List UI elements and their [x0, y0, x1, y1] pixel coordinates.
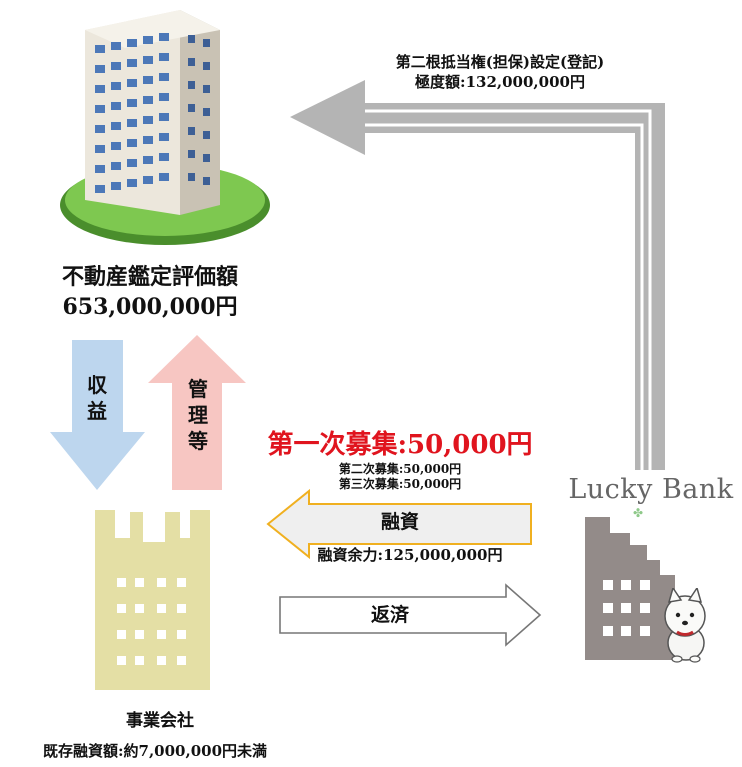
dog-mascot-icon — [655, 588, 717, 664]
appraisal-value: 653,000,000円 — [0, 292, 300, 322]
appraisal-title: 不動産鑑定評価額 — [0, 262, 300, 292]
existing-loan-label: 既存融資額:約7,000,000円未満 — [0, 740, 310, 761]
company-name-label: 事業会社 — [60, 706, 260, 731]
mortgage-title: 第二根抵当権(担保)設定(登記) — [330, 52, 670, 72]
mortgage-arrow — [290, 75, 670, 475]
first-recruitment-label: 第一次募集:50,000円 — [230, 424, 570, 461]
management-arrow-text: 管 理 等 — [183, 376, 213, 454]
apartment-building-icon — [40, 0, 290, 255]
svg-text:✤: ✤ — [633, 506, 643, 520]
income-char: 益 — [82, 398, 112, 424]
appraisal-label: 不動産鑑定評価額 653,000,000円 — [0, 262, 300, 322]
mortgage-limit: 極度額:132,000,000円 — [330, 72, 670, 92]
repay-label: 返済 — [300, 600, 480, 627]
mortgage-label: 第二根抵当権(担保)設定(登記) 極度額:132,000,000円 — [330, 52, 670, 92]
income-char: 収 — [82, 372, 112, 398]
loan-label: 融資 — [330, 507, 470, 534]
management-char: 理 — [183, 402, 213, 428]
bank-logo-text: Lucky Bank — [560, 474, 742, 505]
second-recruitment-label: 第二次募集:50,000円 — [270, 462, 530, 477]
income-arrow-text: 収 益 — [82, 372, 112, 424]
company-building-icon — [95, 510, 210, 690]
management-char: 等 — [183, 428, 213, 454]
management-char: 管 — [183, 376, 213, 402]
loan-capacity-label: 融資余力:125,000,000円 — [260, 544, 560, 565]
